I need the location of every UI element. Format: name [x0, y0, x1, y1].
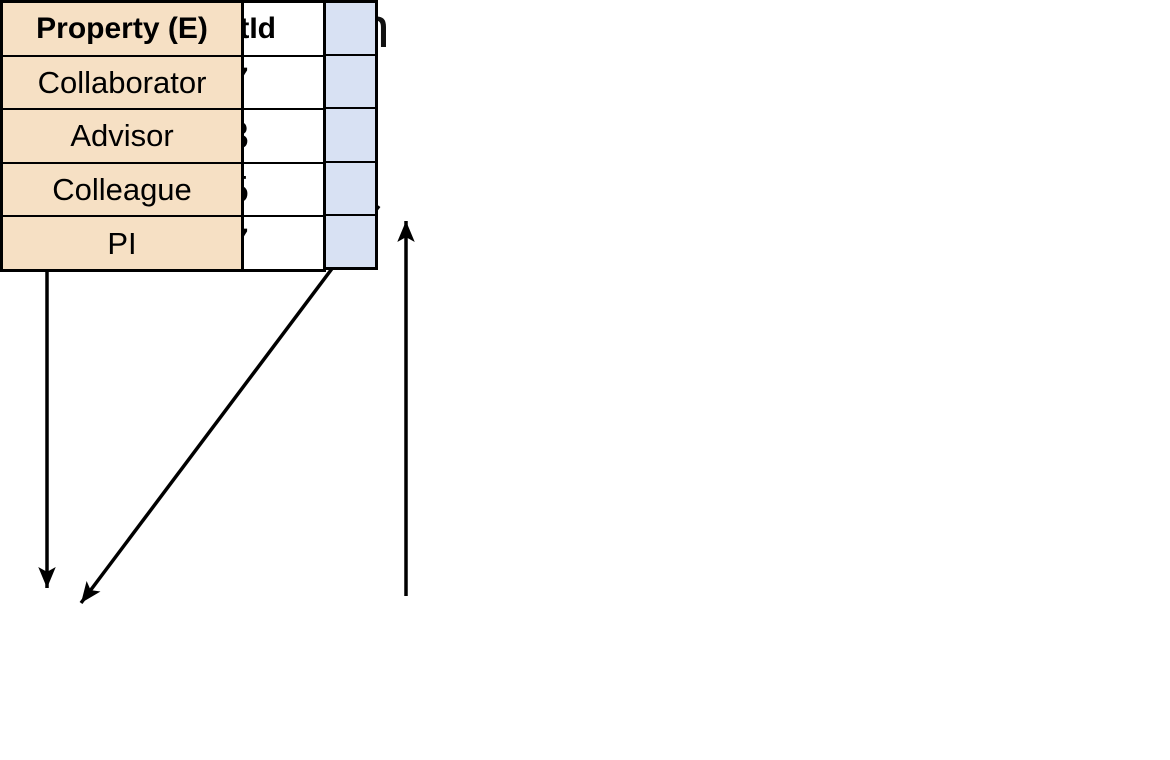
table-cell: Advisor — [3, 108, 241, 162]
edge-arrow-pi-5-to-7 — [79, 204, 381, 605]
edge-table-header-property: Property (E) — [3, 3, 241, 55]
edge-table-property-column: Property (E) Collaborator Advisor Collea… — [0, 0, 244, 272]
table-cell: Collaborator — [3, 54, 241, 109]
table-cell: PI — [3, 215, 241, 269]
table-cell: Colleague — [3, 161, 241, 216]
